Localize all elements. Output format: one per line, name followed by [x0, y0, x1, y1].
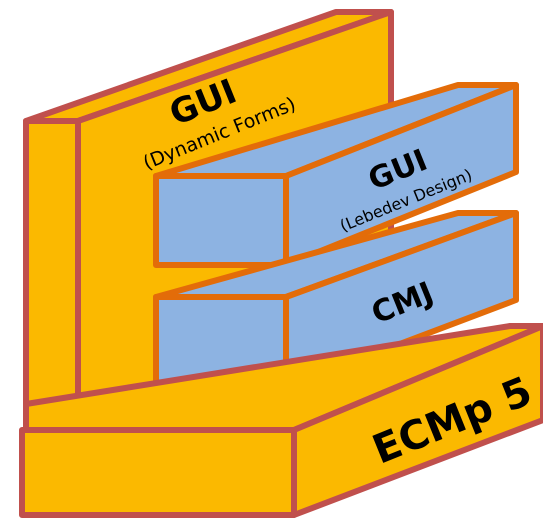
block-gui-lebedev-design: GUI (Lebedev Design)	[153, 82, 519, 268]
block-gui-dynamic-forms-front-face	[23, 118, 81, 407]
block-ecmp5-front-face	[19, 427, 297, 518]
block-gui-lebedev-design-front-face	[153, 173, 289, 268]
block-cmj: CMJ	[153, 210, 519, 390]
